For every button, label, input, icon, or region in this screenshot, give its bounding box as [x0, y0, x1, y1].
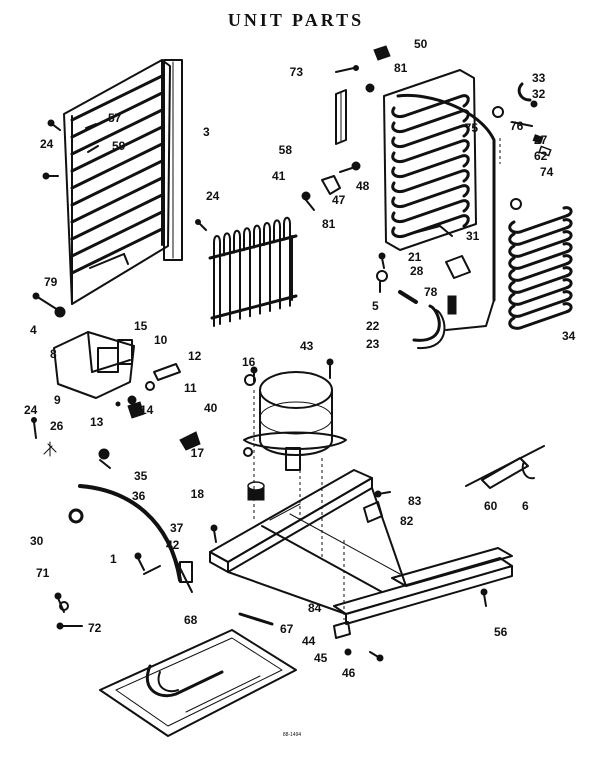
callout-56: 56 — [494, 625, 508, 639]
callout-14: 14 — [140, 403, 154, 417]
callout-72: 72 — [88, 621, 102, 635]
base-frame — [209, 469, 513, 625]
callout-44: 44 — [302, 634, 316, 648]
bumper-81-lower — [301, 191, 311, 201]
callout-21: 21 — [408, 250, 422, 264]
callout-28: 28 — [410, 264, 424, 278]
callout-79: 79 — [44, 275, 58, 289]
callout-45: 45 — [314, 651, 328, 665]
callout-76: 76 — [510, 119, 524, 133]
callout-24: 24 — [206, 189, 220, 203]
diagram-title: UNIT PARTS — [228, 10, 364, 30]
callout-37: 37 — [170, 521, 184, 535]
callout-41: 41 — [272, 169, 286, 183]
bracket-58 — [335, 89, 347, 145]
drain-pan-68 — [99, 629, 297, 737]
callout-22: 22 — [366, 319, 380, 333]
small-parts-right — [499, 82, 552, 164]
fasteners-44-46 — [333, 621, 384, 662]
callout-81: 81 — [394, 61, 408, 75]
callout-84: 84 — [308, 601, 322, 615]
wire-shelf-grid — [63, 59, 183, 305]
callout-24: 24 — [40, 137, 54, 151]
grommet-35 — [98, 448, 111, 469]
callout-16: 16 — [242, 355, 256, 369]
callout-4: 4 — [30, 323, 37, 337]
callout-59: 59 — [112, 139, 126, 153]
callout-60: 60 — [484, 499, 498, 513]
screw-71-72 — [54, 592, 83, 630]
callout-48: 48 — [356, 179, 370, 193]
drain-tube-36 — [78, 484, 193, 593]
screws-shelf — [42, 119, 207, 231]
callout-73: 73 — [290, 65, 304, 79]
rod-67 — [238, 612, 274, 626]
callout-13: 13 — [90, 415, 104, 429]
drain-79 — [32, 292, 66, 318]
callout-50: 50 — [414, 37, 428, 51]
callout-6: 6 — [522, 499, 529, 513]
condenser-coil — [208, 216, 298, 327]
callout-83: 83 — [408, 494, 422, 508]
mount-40 — [179, 431, 201, 451]
callout-9: 9 — [54, 393, 61, 407]
callout-10: 10 — [154, 333, 168, 347]
callout-23: 23 — [366, 337, 380, 351]
callout-40: 40 — [204, 401, 218, 415]
callout-36: 36 — [132, 489, 146, 503]
grommet-30 — [68, 508, 84, 524]
grommet-50 — [373, 45, 391, 61]
drawing-code: 88-1494 — [283, 732, 302, 738]
compressor — [243, 358, 347, 471]
callout-12: 12 — [188, 349, 202, 363]
callout-81: 81 — [322, 217, 336, 231]
callout-27: 27 — [534, 133, 548, 147]
clip-26 — [31, 417, 57, 457]
clamp-47-48 — [321, 161, 361, 195]
callout-75: 75 — [465, 121, 479, 135]
callout-31: 31 — [466, 229, 480, 243]
callout-42: 42 — [166, 538, 180, 552]
callout-11: 11 — [184, 381, 197, 395]
callout-17: 17 — [191, 446, 205, 460]
callout-26: 26 — [50, 419, 64, 433]
callout-8: 8 — [50, 347, 57, 361]
callout-71: 71 — [36, 566, 50, 580]
callout-30: 30 — [30, 534, 44, 548]
callout-74: 74 — [540, 165, 554, 179]
callout-32: 32 — [532, 87, 546, 101]
callout-78: 78 — [424, 285, 438, 299]
callout-82: 82 — [400, 514, 414, 528]
grommet-18 — [247, 481, 265, 501]
grommet-82-83 — [363, 490, 391, 523]
callout-62: 62 — [534, 149, 548, 163]
callout-1: 1 — [110, 552, 117, 566]
callout-47: 47 — [332, 193, 346, 207]
control-box — [53, 331, 181, 419]
evaporator-assembly — [383, 69, 504, 302]
callout-5: 5 — [372, 299, 379, 313]
drier-60 — [465, 445, 545, 489]
callout-46: 46 — [342, 666, 356, 680]
callout-18: 18 — [191, 487, 205, 501]
callout-68: 68 — [184, 613, 198, 627]
callout-15: 15 — [134, 319, 148, 333]
callout-57: 57 — [108, 111, 122, 125]
callout-67: 67 — [280, 622, 294, 636]
heat-exchanger-coil — [508, 198, 573, 330]
callout-24: 24 — [24, 403, 38, 417]
callout-43: 43 — [300, 339, 314, 353]
tubing-parts — [376, 252, 495, 350]
callout-34: 34 — [562, 329, 576, 343]
callout-33: 33 — [532, 71, 546, 85]
callout-58: 58 — [279, 143, 293, 157]
callout-3: 3 — [203, 125, 210, 139]
bumper-81-upper — [365, 83, 375, 93]
callout-35: 35 — [134, 469, 148, 483]
